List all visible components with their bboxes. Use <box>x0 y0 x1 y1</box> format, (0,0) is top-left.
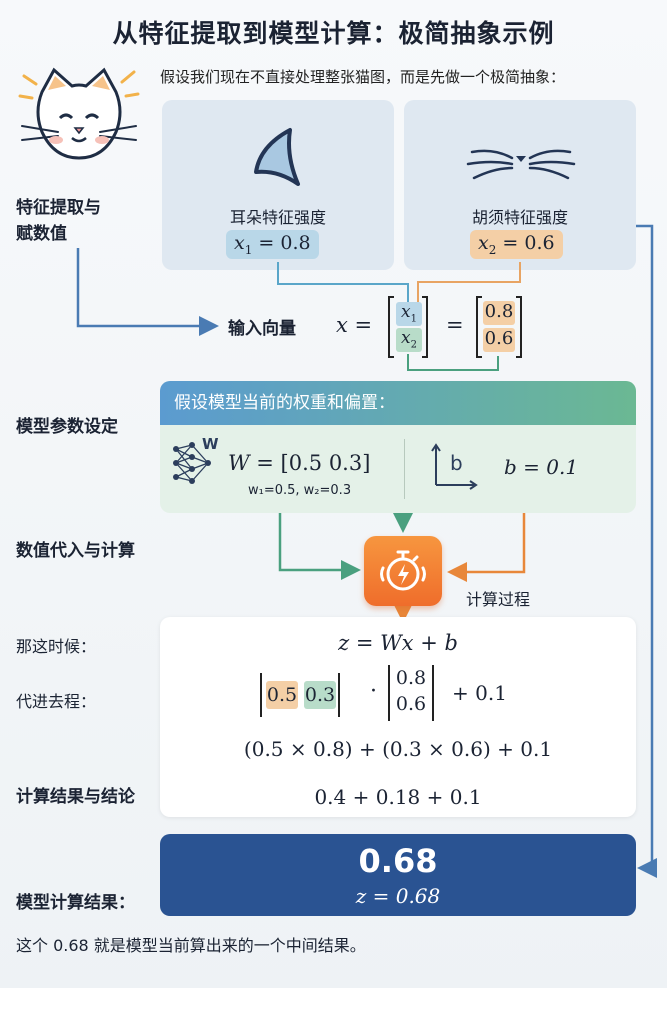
params-header: 假设模型当前的权重和偏置： <box>160 381 636 425</box>
ear-icon <box>254 128 300 186</box>
params-divider <box>404 439 405 499</box>
vector-x1: x1 <box>396 302 422 326</box>
calc-plus-b: + 0.1 <box>452 681 507 705</box>
vector-value-1: 0.8 <box>483 301 515 325</box>
calc-dot: · <box>370 679 377 704</box>
intro-text: 假设我们现在不直接处理整张猫图，而是先做一个极简抽象： <box>160 68 566 86</box>
x-col-matrix: 0.8 0.6 <box>388 665 434 721</box>
w-row-matrix: 0.5 0.3 <box>260 673 340 717</box>
calc-w1: 0.5 <box>266 681 298 709</box>
label-substitute: 数值代入与计算 <box>16 541 135 561</box>
calc-col2: 0.6 <box>395 693 427 715</box>
label-model-params: 模型参数设定 <box>16 417 118 437</box>
ear-feature-card: 耳朵特征强度 x1 = 0.8 <box>162 100 394 270</box>
bottom-strip <box>0 988 667 1024</box>
calc-sum: 0.4 + 0.18 + 0.1 <box>314 785 482 809</box>
axes-icon <box>431 443 478 490</box>
vector-x2: x2 <box>396 328 422 352</box>
calc-expanded: (0.5 × 0.8) + (0.3 × 0.6) + 0.1 <box>243 737 553 761</box>
stopwatch-icon <box>364 536 442 606</box>
neural-net-icon <box>173 442 211 484</box>
x1-value-chip: x1 = 0.8 <box>226 230 319 259</box>
vector-lhs: x = <box>336 313 373 337</box>
vector-equals: = <box>446 313 464 337</box>
w-equation: W = [0.5 0.3] <box>228 451 371 475</box>
w-note: w₁=0.5, w₂=0.3 <box>248 483 352 498</box>
label-then: 那这时候： <box>16 637 97 656</box>
label-feature-extraction: 特征提取与 赋数值 <box>16 198 101 244</box>
process-label: 计算过程 <box>466 590 531 609</box>
calc-col1: 0.8 <box>395 667 427 689</box>
x2-value-chip: x2 = 0.6 <box>470 230 563 259</box>
label-substitute-process: 代进去程： <box>16 692 97 711</box>
whisker-feature-label: 胡须特征强度 <box>471 208 568 227</box>
formula: z = Wx + b <box>338 631 458 655</box>
params-card: 假设模型当前的权重和偏置： W W = [0.5 0.3] w₁=0.5, w₂… <box>160 381 636 513</box>
result-equation: z = 0.68 <box>355 884 441 908</box>
w-icon-letter: W <box>202 435 219 453</box>
whisker-icon <box>466 149 576 180</box>
input-vector-label: 输入向量 <box>228 319 296 339</box>
footer-note: 这个 0.68 就是模型当前算出来的一个中间结果。 <box>16 936 366 955</box>
result-value: 0.68 <box>358 842 438 880</box>
calc-w2: 0.3 <box>304 681 336 709</box>
b-equation: b = 0.1 <box>504 455 579 479</box>
calculation-card: z = Wx + b 0.5 0.3 · 0.8 0.6 + 0.1 (0.5 … <box>160 617 636 817</box>
page-title: 从特征提取到模型计算：极简抽象示例 <box>112 19 555 48</box>
b-icon-letter: b <box>450 451 463 475</box>
label-result-conclusion: 计算结果与结论 <box>16 787 135 807</box>
vector-value-matrix: 0.8 0.6 <box>476 296 522 358</box>
ear-feature-label: 耳朵特征强度 <box>229 208 326 227</box>
result-card: 0.68 z = 0.68 <box>160 834 636 916</box>
cat-icon <box>18 67 140 160</box>
vector-x-matrix: x1 x2 <box>388 296 428 358</box>
whisker-feature-card: 胡须特征强度 x2 = 0.6 <box>404 100 636 270</box>
label-model-result: 模型计算结果： <box>16 893 135 913</box>
vector-value-2: 0.6 <box>483 328 515 352</box>
